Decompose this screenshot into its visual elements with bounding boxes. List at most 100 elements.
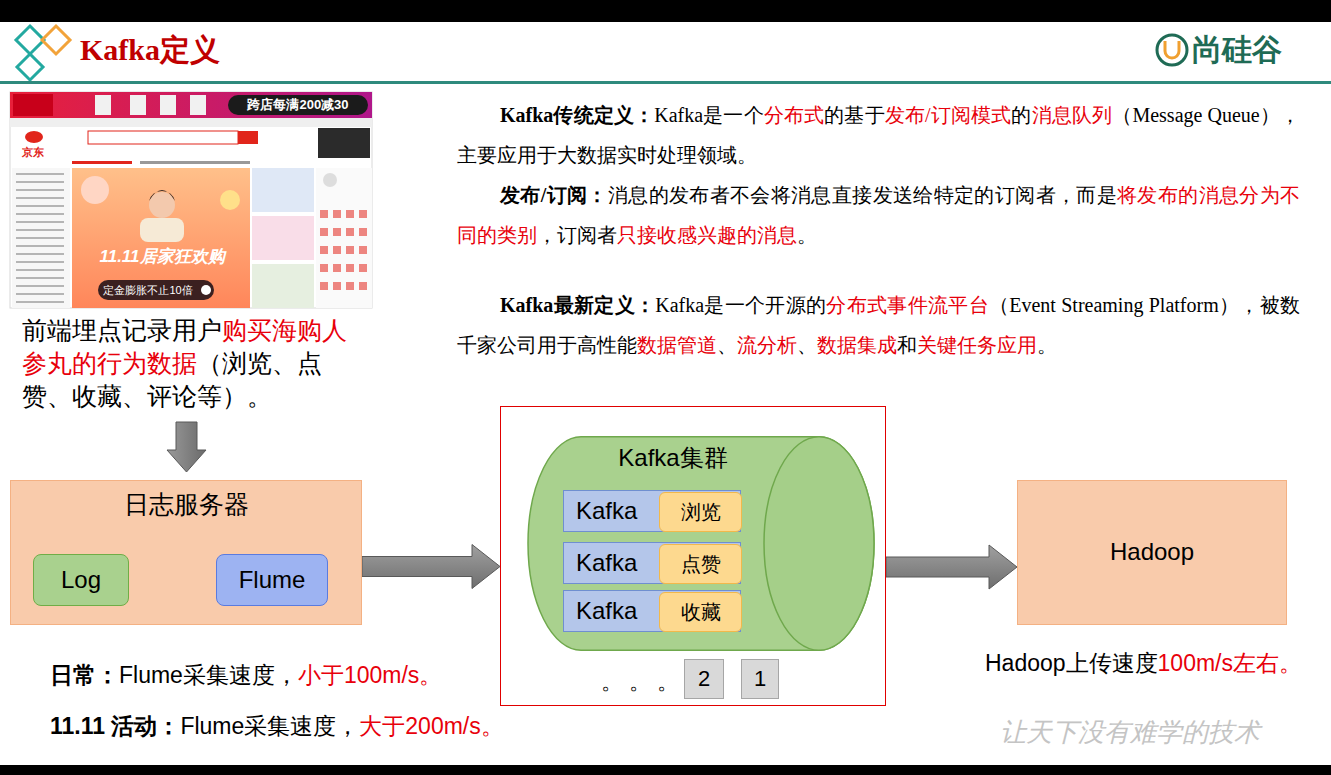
node-text: Flume — [239, 566, 306, 595]
label-text: 100m/s左右。 — [1158, 650, 1302, 676]
text-block: Kafka最新定义：Kafka是一个开源的分布式事件流平台（Event Stre… — [457, 285, 1300, 365]
cluster-frame: 。 。 。 Kafka集群 Kafka 浏览 Kafka点赞 Kafka 收藏 2 1 — [500, 406, 886, 706]
label-text: 的基于 — [824, 104, 884, 126]
node-text: 。 。 。 — [601, 669, 679, 695]
label-text: 分布式 — [764, 104, 824, 126]
label-text: 只接收感兴趣的消息 — [617, 224, 797, 246]
text-holder: Kafka集群 — [528, 444, 818, 473]
bottom-bar — [0, 765, 1331, 775]
text-block: 发布/订阅：消息的发布者不会将消息直接发送给特定的订阅者，而是将发布的消息分为不… — [457, 175, 1300, 255]
logo-icon — [1157, 35, 1187, 65]
label-text: Flume采集速度， — [180, 713, 359, 739]
label-text: 京东 — [22, 146, 44, 158]
nav-line — [140, 161, 250, 164]
label-text: 跨店每满200减30 — [247, 97, 348, 112]
user-avatar — [323, 173, 337, 187]
label-text: 的 — [1011, 104, 1031, 126]
shop-logo — [25, 131, 43, 143]
label-text: Kafka是一个 — [654, 104, 764, 126]
text-holder: 。 。 。 — [601, 669, 679, 695]
block-arrow — [362, 545, 500, 589]
node-text: 收藏 — [681, 600, 721, 624]
text-block: 前端埋点记录用户购买海购人参丸的行为数据（浏览、点赞、收藏、评论等）。 — [22, 314, 367, 413]
text-block: 尚硅谷 — [1192, 32, 1282, 68]
label-text: 数据管道 — [637, 334, 717, 356]
logo-mark — [1165, 41, 1179, 58]
down-arrow — [167, 422, 206, 472]
label-text: Kafka最新定义： — [500, 294, 655, 316]
side-ad — [252, 264, 314, 308]
shop-screenshot — [10, 92, 372, 308]
promo-banner — [10, 92, 372, 118]
node-text: 浏览 — [681, 500, 721, 524]
label-text: Kafka是一个开源的 — [655, 294, 826, 316]
text-block: Hadoop上传速度100m/s左右。 — [985, 648, 1302, 678]
logo-ring — [1157, 35, 1187, 65]
promo-logo — [13, 94, 53, 116]
product-icon — [160, 95, 176, 115]
label-text: 和 — [897, 334, 917, 356]
text-block: 跨店每满200减30 — [230, 97, 366, 113]
process-box: Flume — [216, 554, 328, 606]
header-icon — [16, 26, 70, 80]
side-ad — [252, 216, 314, 260]
side-ad — [252, 168, 314, 212]
node-text: 1 — [754, 666, 766, 692]
partition-box: 1 — [741, 659, 779, 699]
screenshot-frame — [10, 92, 372, 308]
text-block: 定金膨胀不止10倍 — [98, 283, 198, 297]
node-text: Kafka — [576, 597, 637, 626]
node-text: 2 — [698, 666, 710, 692]
user-column — [316, 168, 372, 308]
topic-tab: 点赞 — [659, 544, 742, 584]
text-block: 京东 — [22, 146, 44, 159]
label-text: 关键任务应用 — [917, 334, 1037, 356]
text-block: 日常：Flume采集速度，小于100m/s。 — [50, 660, 442, 690]
slide-title: Kafka定义 — [80, 33, 220, 66]
label-text: 11.11居家狂欢购 — [99, 247, 224, 266]
node-text: Kafka集群 — [528, 444, 818, 473]
header-rule — [0, 81, 1331, 84]
browser-strip — [10, 118, 372, 127]
icon-grid — [320, 210, 367, 290]
nav-line — [72, 161, 132, 164]
person-hair — [149, 190, 175, 201]
label-text: 大于200m/s。 — [359, 713, 503, 739]
top-bar — [0, 0, 1331, 22]
diamond — [42, 26, 70, 54]
label-text: 分布式事件流平台 — [826, 294, 989, 316]
label-text: Flume采集速度， — [119, 662, 298, 688]
label-text: Kafka传统定义： — [500, 104, 654, 126]
product-icon — [190, 95, 206, 115]
promo-pill — [228, 95, 368, 115]
label-text: 消息的发布者不会将消息直接发送给特定的订阅者，而是 — [608, 184, 1117, 206]
search-box — [88, 131, 238, 144]
pill-arrow — [201, 285, 211, 295]
broker-box: Kafka点赞 — [563, 542, 741, 584]
product-icon — [95, 95, 111, 115]
block-arrow — [886, 545, 1017, 589]
text-block: 让天下没有难学的技术 — [1000, 717, 1260, 749]
label-text: 小于100m/s。 — [298, 662, 442, 688]
label-text: 让天下没有难学的技术 — [1000, 718, 1260, 747]
broker-box: Kafka 收藏 — [563, 590, 741, 632]
label-text: 流分析 — [737, 334, 797, 356]
text-block: 11.11 活动：Flume采集速度，大于200m/s。 — [50, 711, 504, 741]
cylinder-body — [528, 437, 874, 651]
label-text: 定金膨胀不止10倍 — [103, 284, 192, 296]
topic-tab: 收藏 — [659, 592, 742, 632]
storage-box: Hadoop — [1017, 480, 1287, 625]
cylinder-cap — [764, 437, 874, 651]
label-text: 、 — [717, 334, 737, 356]
menu-column — [12, 168, 70, 308]
title-block: Kafka定义 — [80, 32, 220, 68]
label-text: Hadoop上传速度 — [985, 650, 1158, 676]
label-text: 、 — [797, 334, 817, 356]
label-text: 发布/订阅模式 — [885, 104, 1012, 126]
label-text: 11.11 活动： — [50, 713, 180, 739]
menu-lines — [16, 174, 64, 302]
ad-thumbnail — [318, 128, 370, 158]
process-box: Log — [33, 554, 129, 606]
product-icon — [130, 95, 146, 115]
label-text: 发布/订阅： — [500, 184, 608, 206]
